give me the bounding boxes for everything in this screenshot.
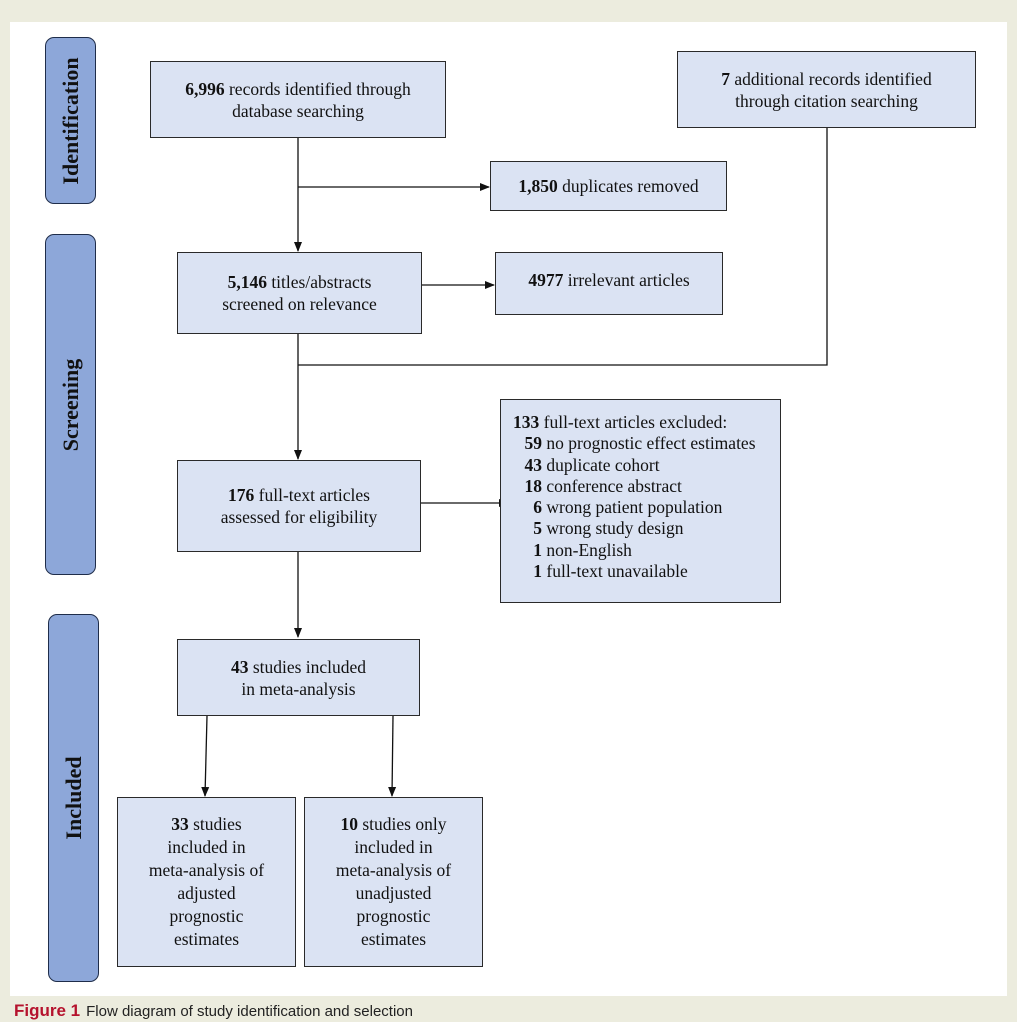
excluded-reason-text: conference abstract bbox=[546, 475, 682, 496]
citation-search-text-2: through citation searching bbox=[735, 90, 918, 111]
box-irrelevant: 4977 irrelevant articles bbox=[495, 252, 723, 315]
fulltext-text-1: full-text articles bbox=[258, 485, 370, 505]
db-search-text-2: database searching bbox=[232, 100, 364, 121]
stage-screening-label: Screening bbox=[57, 358, 83, 451]
box-unadjusted-estimates: 10 studies only included in meta-analysi… bbox=[304, 797, 483, 967]
box-citation-search: 7 additional records identified through … bbox=[677, 51, 976, 128]
unadjusted-text-4: unadjusted bbox=[355, 883, 432, 903]
db-search-count: 6,996 bbox=[185, 78, 225, 99]
adjusted-text-4: adjusted bbox=[177, 883, 236, 903]
irrelevant-count: 4977 bbox=[528, 270, 564, 290]
excluded-reason: 6 wrong patient population bbox=[513, 497, 722, 518]
excluded-reason: 59 no prognostic effect estimates bbox=[513, 433, 756, 454]
excluded-reason-text: wrong patient population bbox=[546, 497, 723, 518]
adjusted-text-6: estimates bbox=[173, 929, 240, 949]
unadjusted-text-2: included in bbox=[354, 837, 433, 857]
citation-search-text-1: additional records identified bbox=[734, 68, 932, 89]
excluded-reason: 5 wrong study design bbox=[513, 518, 683, 539]
excluded-header: 133 full-text articles excluded: bbox=[513, 412, 727, 433]
screened-text-1: titles/abstracts bbox=[271, 272, 372, 292]
included-count: 43 bbox=[230, 656, 249, 677]
unadjusted-text-3: meta-analysis of bbox=[335, 860, 452, 880]
screened-count: 5,146 bbox=[227, 272, 267, 292]
unadjusted-text-1: studies only bbox=[362, 814, 447, 834]
excluded-reason-count: 6 bbox=[533, 497, 542, 518]
adjusted-text-3: meta-analysis of bbox=[148, 860, 265, 880]
excluded-reason-count: 18 bbox=[524, 475, 543, 496]
included-text-1: studies included bbox=[252, 656, 367, 677]
adjusted-text-1: studies bbox=[193, 814, 242, 834]
screened-text-2: screened on relevance bbox=[222, 294, 377, 314]
included-text-2: in meta-analysis bbox=[241, 678, 356, 699]
box-fulltext-assessed: 176 full-text articles assessed for elig… bbox=[177, 460, 421, 552]
stage-screening: Screening bbox=[45, 234, 96, 575]
fulltext-text-2: assessed for eligibility bbox=[220, 507, 378, 527]
caption-label: Figure 1 bbox=[14, 1001, 81, 1020]
excluded-reason: 1 non-English bbox=[513, 540, 632, 561]
box-included-meta: 43 studies included in meta-analysis bbox=[177, 639, 420, 716]
excluded-reason: 43 duplicate cohort bbox=[513, 455, 660, 476]
duplicates-count: 1,850 bbox=[518, 176, 558, 196]
excluded-count: 133 bbox=[513, 412, 540, 432]
box-screened: 5,146 titles/abstracts screened on relev… bbox=[177, 252, 422, 334]
adjusted-text-5: prognostic bbox=[169, 906, 244, 926]
citation-search-count: 7 bbox=[721, 68, 731, 89]
box-database-search: 6,996 records identified through databas… bbox=[150, 61, 446, 138]
db-search-text-1: records identified through bbox=[228, 78, 411, 99]
irrelevant-text: irrelevant articles bbox=[567, 270, 690, 290]
caption-text: Flow diagram of study identification and… bbox=[86, 1003, 413, 1020]
adjusted-text-2: included in bbox=[167, 837, 246, 857]
unadjusted-text-6: estimates bbox=[360, 929, 427, 949]
duplicates-text: duplicates removed bbox=[562, 176, 699, 196]
stage-included-label: Included bbox=[60, 756, 86, 840]
excluded-reason-text: full-text unavailable bbox=[546, 561, 688, 582]
excluded-reason-text: no prognostic effect estimates bbox=[546, 433, 756, 454]
excluded-reason-count: 43 bbox=[524, 454, 543, 475]
excluded-reason-text: duplicate cohort bbox=[546, 454, 660, 475]
excluded-reason-text: non-English bbox=[546, 539, 632, 560]
fulltext-count: 176 bbox=[228, 485, 255, 505]
excluded-reason: 1 full-text unavailable bbox=[513, 561, 688, 582]
adjusted-count: 33 bbox=[171, 814, 189, 834]
excluded-text: full-text articles excluded: bbox=[543, 412, 728, 432]
box-adjusted-estimates: 33 studies included in meta-analysis of … bbox=[117, 797, 296, 967]
box-fulltext-excluded: 133 full-text articles excluded: 59 no p… bbox=[500, 399, 781, 603]
excluded-reason-count: 59 bbox=[524, 433, 543, 454]
excluded-reason-count: 1 bbox=[533, 539, 542, 560]
stage-identification-label: Identification bbox=[57, 56, 83, 185]
excluded-reason-count: 1 bbox=[533, 561, 542, 582]
figure-caption: Figure 1 Flow diagram of study identifica… bbox=[14, 1001, 413, 1021]
box-duplicates-removed: 1,850 duplicates removed bbox=[490, 161, 727, 211]
unadjusted-text-5: prognostic bbox=[356, 906, 431, 926]
stage-identification: Identification bbox=[45, 37, 96, 204]
unadjusted-count: 10 bbox=[340, 814, 359, 834]
excluded-reason-count: 5 bbox=[533, 518, 542, 539]
stage-included: Included bbox=[48, 614, 99, 982]
excluded-reason: 18 conference abstract bbox=[513, 476, 682, 497]
excluded-reason-text: wrong study design bbox=[546, 518, 684, 539]
